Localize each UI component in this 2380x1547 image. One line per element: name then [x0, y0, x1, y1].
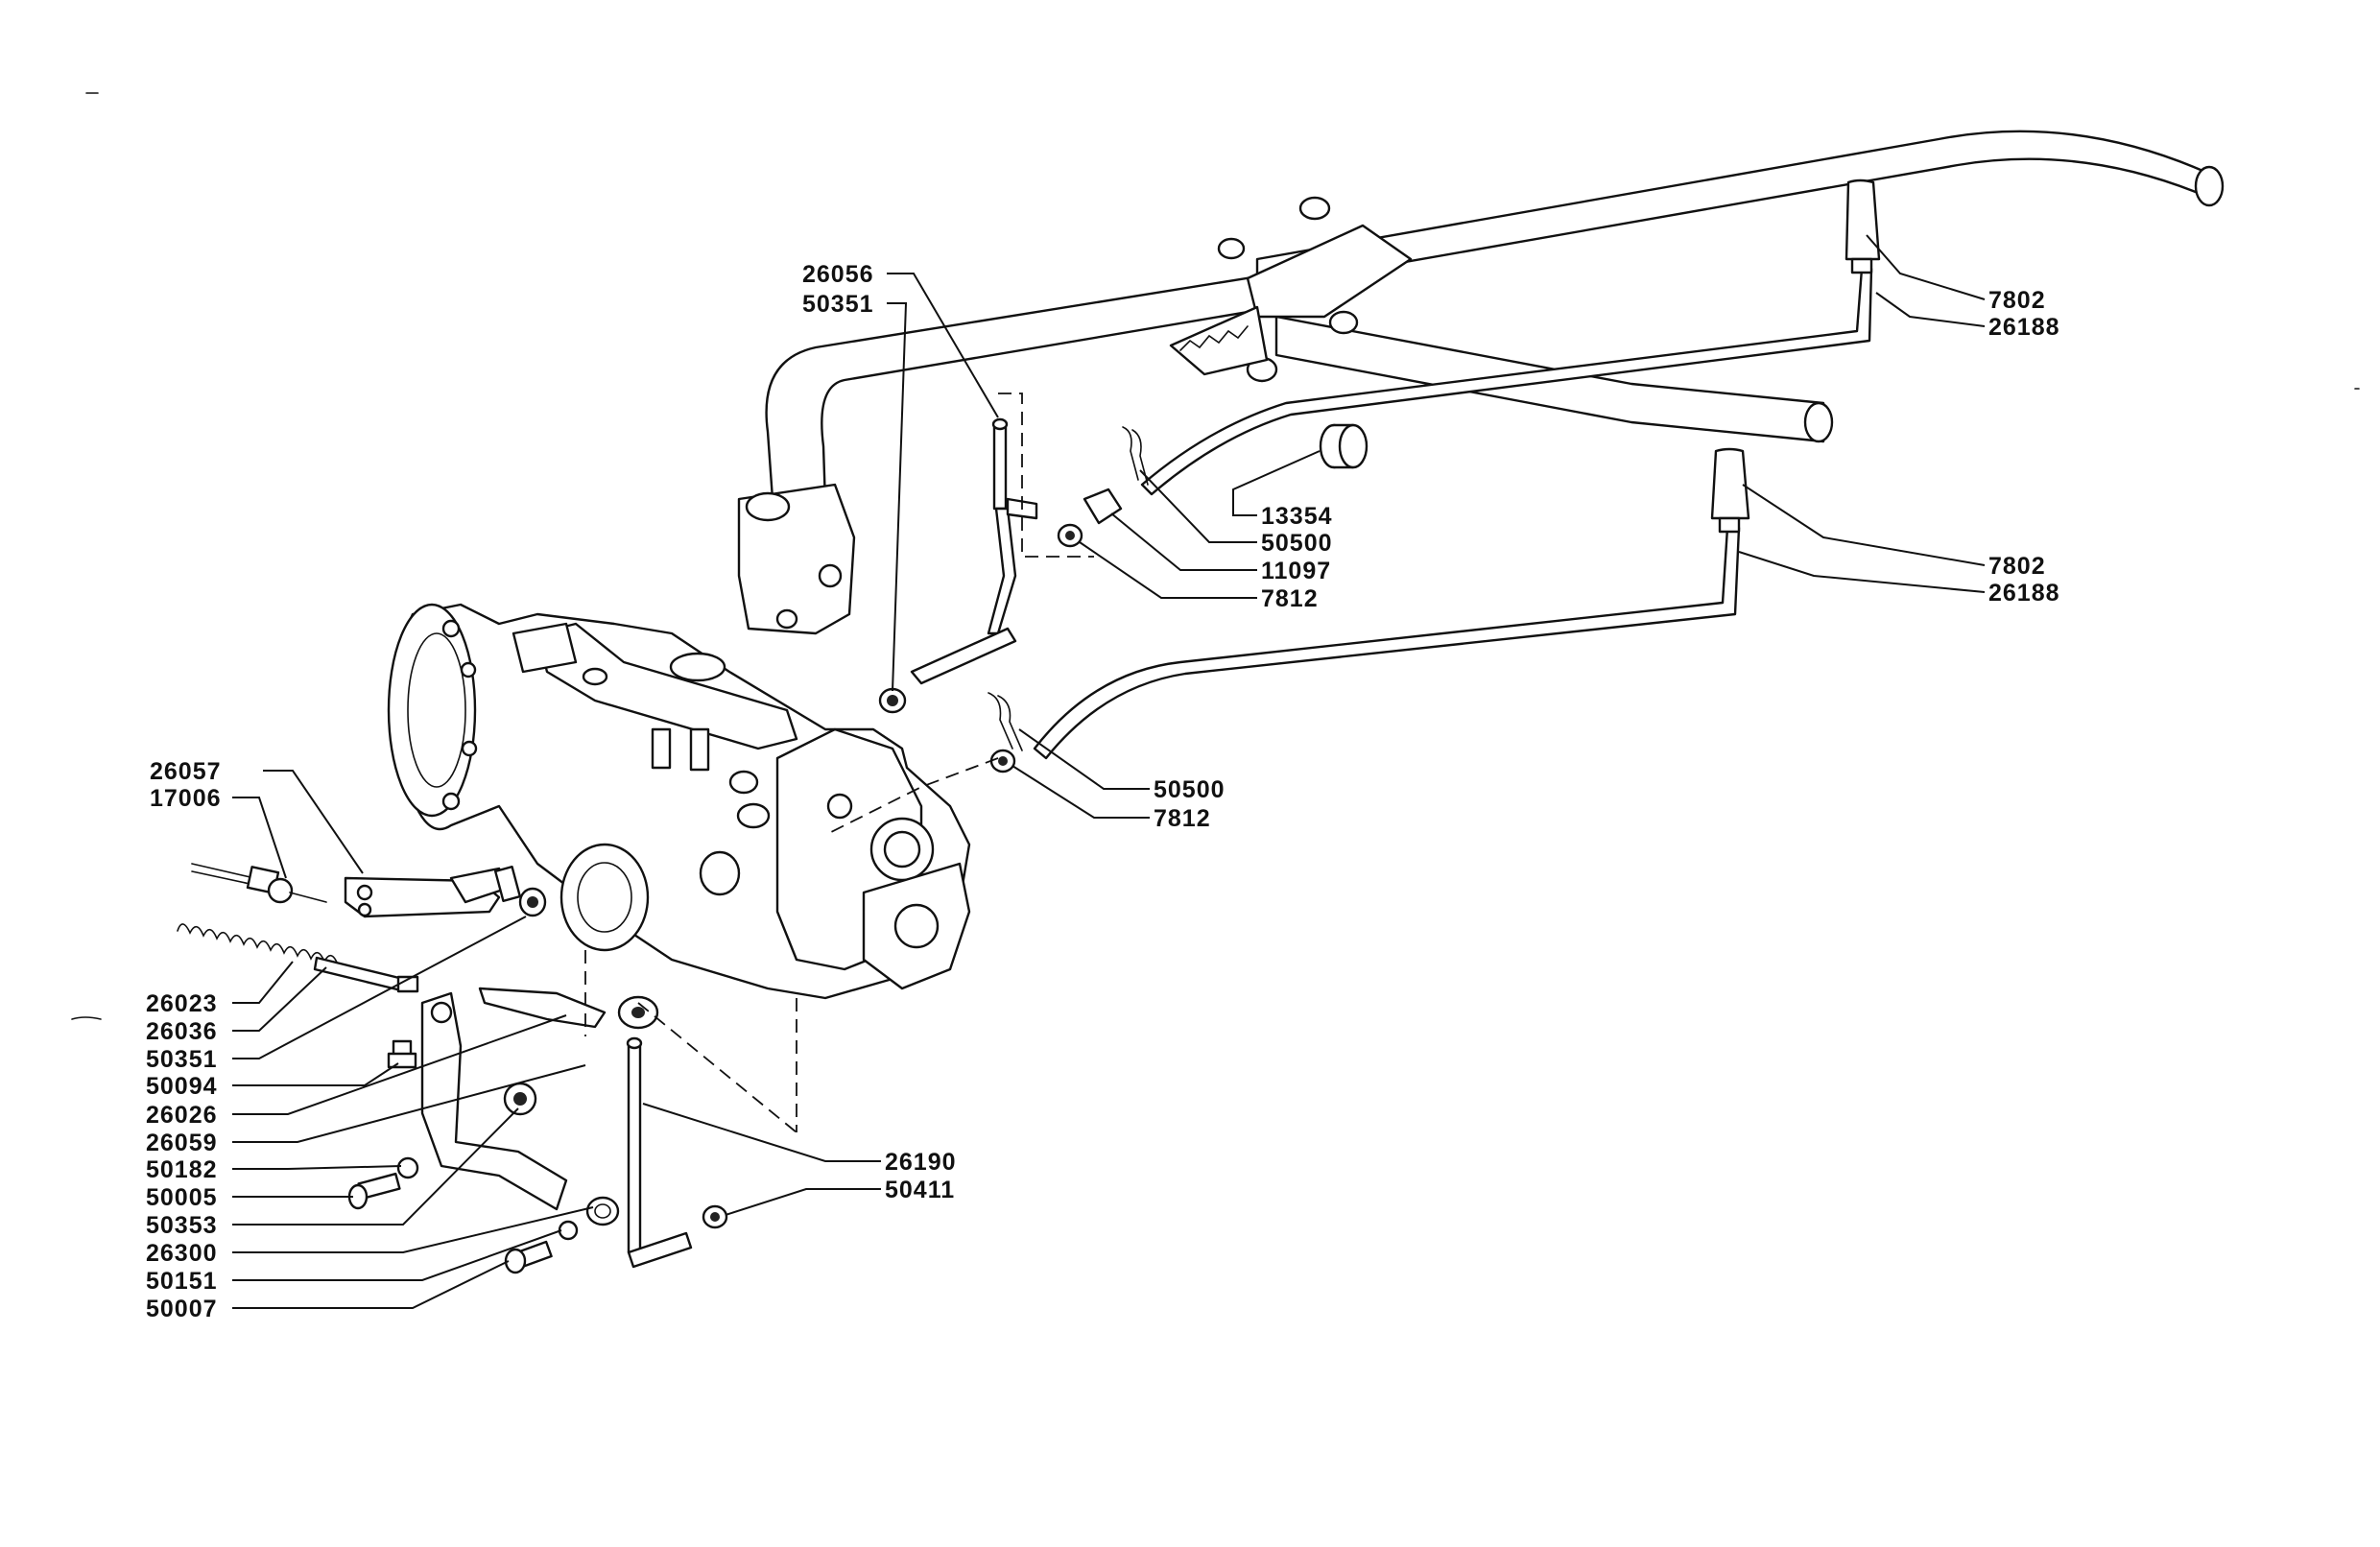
label-7812-upper: 7812 [1261, 585, 1319, 612]
label-26036: 26036 [146, 1018, 218, 1045]
label-17006: 17006 [150, 785, 222, 812]
label-26190: 26190 [885, 1149, 957, 1176]
label-50351-top: 50351 [802, 291, 874, 318]
label-50500-lower: 50500 [1154, 776, 1226, 803]
label-26188-upper: 26188 [1988, 314, 2060, 341]
label-26023: 26023 [146, 990, 218, 1017]
label-50151: 50151 [146, 1268, 218, 1295]
label-50094: 50094 [146, 1073, 218, 1100]
label-50182: 50182 [146, 1156, 218, 1183]
label-50007: 50007 [146, 1296, 218, 1322]
gearbox-housing [387, 603, 971, 1000]
label-26026: 26026 [146, 1102, 218, 1129]
label-50411: 50411 [885, 1177, 955, 1203]
label-26056: 26056 [802, 261, 874, 288]
upper-shift-assembly [878, 178, 1881, 774]
label-50351-left: 50351 [146, 1046, 218, 1073]
part-labels: 26056 50351 7802 26188 13354 50500 11097… [146, 261, 2060, 1322]
leader-lines [232, 234, 1986, 1309]
label-26059: 26059 [146, 1130, 218, 1156]
label-50500-upper: 50500 [1261, 530, 1333, 557]
label-7802-upper: 7802 [1988, 287, 2046, 314]
scan-marks [71, 92, 2360, 1020]
label-26188-lower: 26188 [1988, 580, 2060, 607]
label-13354: 13354 [1261, 503, 1333, 530]
label-7802-lower: 7802 [1988, 553, 2046, 580]
label-26057: 26057 [150, 758, 222, 785]
assembly-guide-lines [584, 393, 1094, 1133]
lower-linkage-assembly [177, 863, 728, 1274]
label-11097: 11097 [1261, 558, 1331, 584]
label-7812-lower: 7812 [1154, 805, 1211, 832]
label-50005: 50005 [146, 1184, 218, 1211]
label-50353: 50353 [146, 1212, 218, 1239]
label-26300: 26300 [146, 1240, 218, 1267]
